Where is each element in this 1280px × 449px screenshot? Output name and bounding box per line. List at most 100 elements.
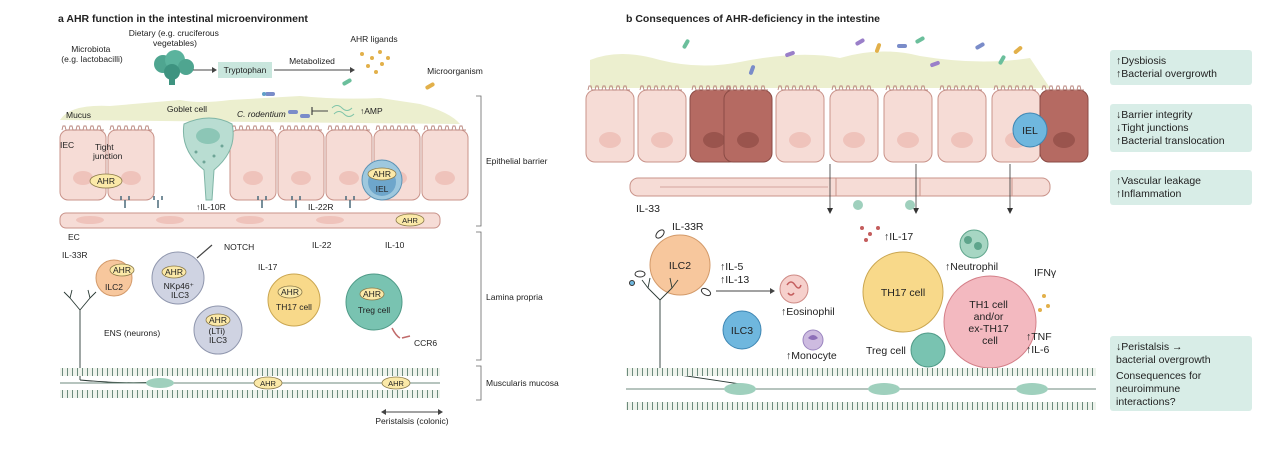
lamina-propria-label: Lamina propria xyxy=(486,292,543,302)
il6-label: ↑IL-6 xyxy=(1026,344,1050,356)
myenteric-ganglia-b xyxy=(724,383,1048,395)
iel-cell-b: IEL xyxy=(1012,112,1048,148)
treg-cell-b xyxy=(910,332,946,368)
metabolized-label: Metabolized xyxy=(289,56,335,66)
il5-label: ↑IL-5 xyxy=(720,261,744,273)
region-brackets xyxy=(476,95,482,401)
panel-a-title: a AHR function in the intestinal microen… xyxy=(58,13,308,25)
amp-label: ↑AMP xyxy=(360,106,383,116)
amp-icon xyxy=(331,105,355,117)
il10-label-a: IL-10 xyxy=(385,240,405,250)
svg-text:AHR: AHR xyxy=(373,169,391,179)
epithelial-cell-b xyxy=(937,85,987,163)
panel-b-title: b Consequences of AHR-deficiency in the … xyxy=(626,13,880,25)
ens-label: ENS (neurons) xyxy=(104,328,160,338)
ahr-ligands-label: AHR ligands xyxy=(350,34,397,44)
svg-text:TH17 cell: TH17 cell xyxy=(881,287,925,299)
iel-cell-a: AHR IEL xyxy=(361,159,403,201)
muscle-layer-b2 xyxy=(626,402,1096,410)
endothelium-b xyxy=(629,177,1051,197)
ec-label: EC xyxy=(68,232,80,242)
ccr6-label: CCR6 xyxy=(414,338,437,348)
epithelial-cell-b xyxy=(775,85,825,163)
il10r-label: ↑IL-10R xyxy=(196,202,226,212)
svg-text:↓Peristalsis →bacterial overgr: ↓Peristalsis →bacterial overgrowthConseq… xyxy=(1116,341,1211,408)
tight-junction-label: Tight junction xyxy=(92,142,123,161)
treg-cell-a: AHR Treg cell xyxy=(345,273,403,331)
tryptophan-label: Tryptophan xyxy=(224,65,267,75)
svg-text:AHR: AHR xyxy=(165,267,183,277)
broccoli-icon xyxy=(154,50,194,85)
muscle-layer-a1 xyxy=(60,368,440,376)
svg-text:AHR: AHR xyxy=(260,379,276,388)
epithelial-cell-b xyxy=(585,85,635,163)
il13-label: ↑IL-13 xyxy=(720,274,749,286)
platelet-icons xyxy=(853,200,915,210)
eosinophil-label: ↑Eosinophil xyxy=(781,306,835,318)
il33r-label-b: IL-33R xyxy=(672,221,704,233)
il17-label-b: ↑IL-17 xyxy=(884,231,913,243)
iel-label: IEL xyxy=(376,184,389,194)
muscularis-mucosa-label: Muscularis mucosa xyxy=(486,378,559,388)
lti-ilc3-cell: AHR (LTi) ILC3 xyxy=(193,305,243,355)
il33-receptor-icons xyxy=(629,229,712,297)
epithelial-cell-b xyxy=(1039,85,1089,163)
svg-text:AHR: AHR xyxy=(281,287,299,297)
monocyte-cell xyxy=(802,329,824,351)
tryptophan-box xyxy=(218,62,272,78)
svg-text:TH17 cell: TH17 cell xyxy=(276,302,312,312)
c-rodentium-label: C. rodentium xyxy=(237,109,286,119)
iec-label: IEC xyxy=(60,140,74,150)
epithelial-barrier-label: Epithelial barrier xyxy=(486,156,548,166)
microorganism-label: Microorganism xyxy=(427,66,483,76)
peristalsis-label: Peristalsis (colonic) xyxy=(375,416,448,426)
neutrophil-cell xyxy=(959,229,989,259)
monocyte-label: ↑Monocyte xyxy=(786,350,837,362)
svg-text:ILC2: ILC2 xyxy=(669,260,691,272)
treg-label-b: Treg cell xyxy=(866,345,906,357)
ifng-dots xyxy=(1038,294,1050,312)
translocation-arrows xyxy=(829,164,1011,210)
epithelium-a xyxy=(59,125,469,201)
epithelial-cell xyxy=(421,125,469,201)
ilc2-cell-a: AHR ILC2 xyxy=(95,259,135,297)
svg-text:(LTi) ILC3: (LTi) ILC3 xyxy=(209,326,228,345)
epithelial-cell xyxy=(107,125,155,201)
mucus-layer-b xyxy=(590,51,1050,88)
epithelial-cell-b xyxy=(723,85,773,163)
epithelial-cell-b xyxy=(883,85,933,163)
svg-text:AHR: AHR xyxy=(363,289,381,299)
epithelial-cell-b xyxy=(637,85,687,163)
epithelium-b xyxy=(585,85,1089,163)
il22-label-a: IL-22 xyxy=(312,240,332,250)
ahr-badge: AHR xyxy=(89,173,123,189)
il33r-label-a: IL-33R xyxy=(62,250,88,260)
consequence-box-3: ↑Vascular leakage↑Inflammation xyxy=(1110,170,1252,205)
th1-cell: TH1 cell and/or ex-TH17 cell xyxy=(943,275,1037,369)
consequence-box-2: ↓Barrier integrity↓Tight junctions↑Bacte… xyxy=(1110,104,1252,152)
receptors-a xyxy=(120,196,355,208)
bacteria-b xyxy=(682,36,1023,75)
il22r-label: IL-22R xyxy=(308,202,334,212)
th17-cell-b: TH17 cell xyxy=(862,251,944,333)
ifng-label: IFNγ xyxy=(1034,267,1057,279)
notch-label: NOTCH xyxy=(224,242,254,252)
svg-text:Treg cell: Treg cell xyxy=(358,305,390,315)
mucus-layer xyxy=(60,96,460,124)
ilc2-cell-b: ILC2 xyxy=(649,234,711,296)
nkp46-ilc3-cell: AHR NKp46⁺ ILC3 xyxy=(151,251,205,305)
panel-a: a AHR function in the intestinal microen… xyxy=(58,13,559,426)
ilc3-cell-b: ILC3 xyxy=(722,310,762,350)
goblet-cell-label: Goblet cell xyxy=(167,104,207,114)
svg-text:AHR: AHR xyxy=(113,265,131,275)
consequence-box-1: ↑Dysbiosis↑Bacterial overgrowth xyxy=(1110,50,1252,85)
dietary-label: Dietary (e.g. cruciferous vegetables) xyxy=(129,28,222,48)
svg-text:↓Barrier integrity↓Tight junct: ↓Barrier integrity↓Tight junctions↑Bacte… xyxy=(1116,109,1225,147)
eosinophil-cell xyxy=(779,274,809,304)
bacteria-icons xyxy=(262,78,435,96)
il33-label: IL-33 xyxy=(636,203,660,215)
microbiota-label: Microbiota (e.g. lactobacilli) xyxy=(61,44,123,64)
svg-text:↑Dysbiosis↑Bacterial overgrowt: ↑Dysbiosis↑Bacterial overgrowth xyxy=(1116,55,1217,80)
panel-b: b Consequences of AHR-deficiency in the … xyxy=(585,13,1252,411)
